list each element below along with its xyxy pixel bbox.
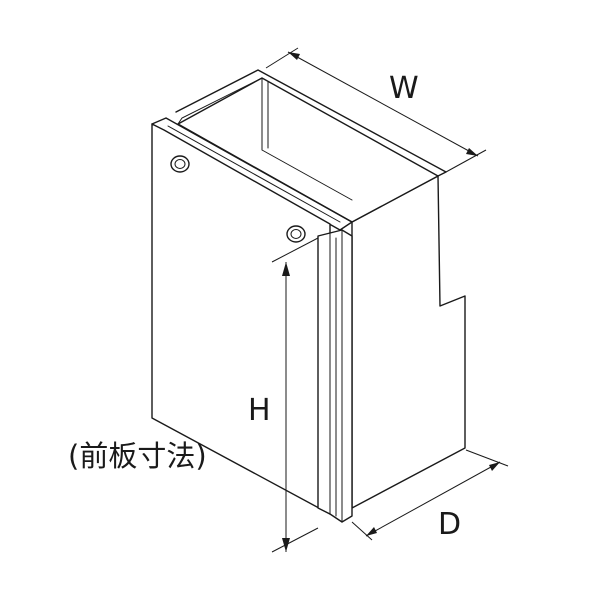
front-flange [317, 229, 353, 523]
height-note-label: (前板寸法) [68, 439, 207, 473]
screw-right [286, 225, 306, 243]
depth-label: D [438, 507, 461, 542]
width-dimension [265, 47, 487, 173]
height-label: H [248, 393, 271, 428]
top-rear-rim [175, 69, 447, 177]
screw-left [170, 155, 190, 173]
right-side-panel [351, 175, 466, 509]
top-rim-inner [167, 125, 341, 223]
height-dimension [271, 237, 319, 553]
inner-left-edge [177, 77, 263, 125]
width-label: W [389, 71, 419, 106]
inner-back-edge [261, 77, 353, 201]
depth-dimension [351, 449, 509, 541]
